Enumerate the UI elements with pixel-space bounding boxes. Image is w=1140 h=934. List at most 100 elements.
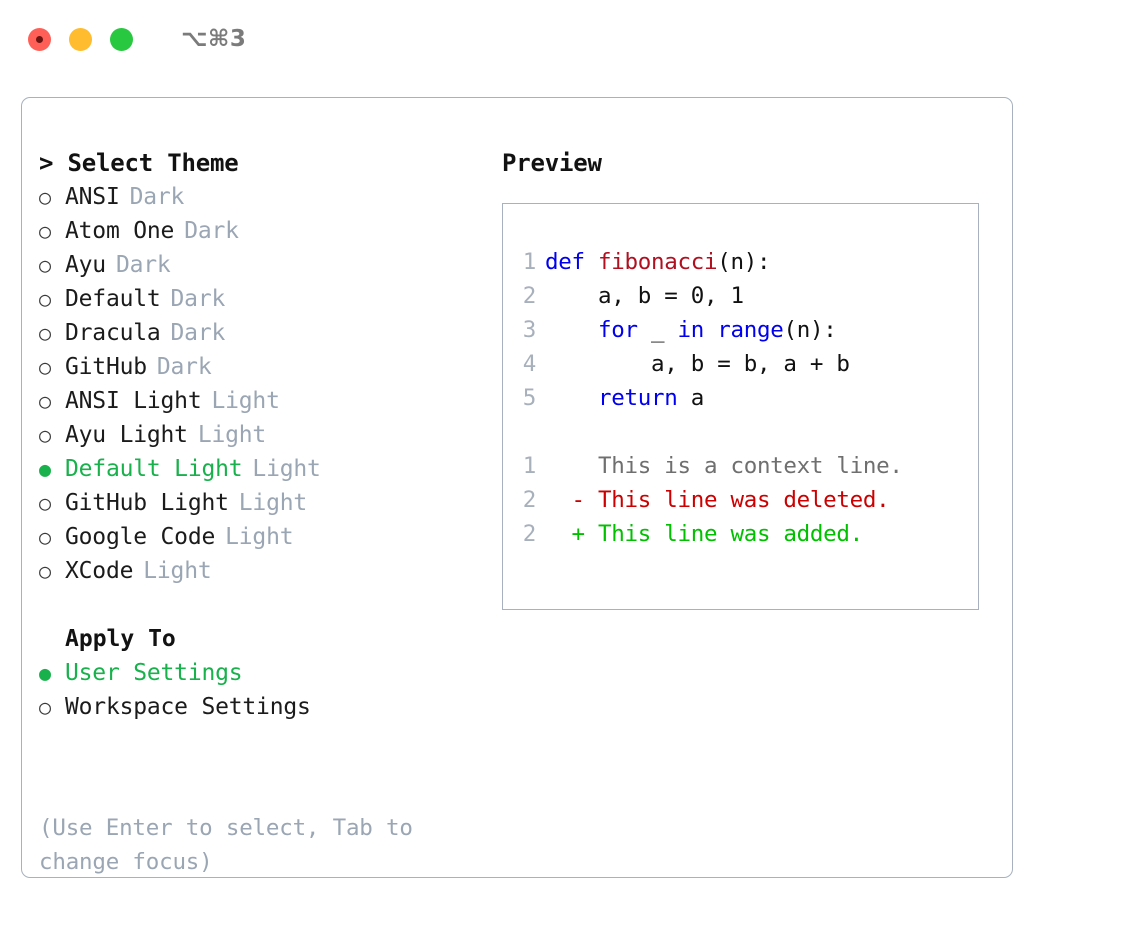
radio-selected-icon: ● [39,661,51,685]
radio-unselected-icon: ○ [39,219,51,243]
line-number: 4 [522,351,537,377]
option-label: ANSI Light [65,388,202,414]
diff-sample: 1 This is a context line.2 - This line w… [503,449,978,551]
code-line-text: for _ in range(n): [545,313,837,347]
option-variant-tag: Dark [184,218,239,244]
radio-unselected-icon: ○ [39,559,51,583]
option-variant-tag: Dark [115,252,171,278]
option-label: ANSI [65,184,120,210]
option-github-light[interactable]: ○ GitHub Light Light [39,486,489,520]
radio-selected-icon: ● [39,457,51,481]
token-plain [545,317,598,343]
line-number: 5 [522,385,537,411]
minimize-window-button[interactable] [69,27,92,51]
apply-to-header: Apply To [65,626,176,652]
code-diff-separator [503,415,978,449]
option-variant-tag: Light [143,558,212,584]
radio-unselected-icon: ○ [39,287,51,311]
option-ayu[interactable]: ○ Ayu Dark [39,248,489,282]
option-variant-tag: Light [238,490,308,516]
token-plain: (n): [783,317,837,343]
option-label: Atom One [65,218,175,244]
option-google-code[interactable]: ○ Google Code Light [39,520,489,554]
preview-header: Preview [502,149,602,177]
radio-unselected-icon: ○ [39,185,51,209]
window-controls [28,27,133,51]
line-number: 2 [522,487,537,513]
diff-line-deleted: 2 - This line was deleted. [503,483,978,517]
code-line: 4 a, b = b, a + b [503,347,978,381]
option-variant-tag: Dark [156,354,212,380]
code-line: 3 for _ in range(n): [503,313,978,347]
diff-line-context: 1 This is a context line. [503,449,978,483]
line-number: 2 [522,283,537,309]
option-label: Ayu Light [65,422,188,448]
option-variant-tag: Light [211,388,280,414]
code-line-text: def fibonacci(n): [545,245,771,279]
token-plain [704,317,717,343]
token-function: fibonacci [598,249,718,275]
token-plain: _ [637,317,678,343]
radio-unselected-icon: ○ [39,695,51,719]
option-label: Workspace Settings [65,694,311,720]
option-atom-one[interactable]: ○ Atom One Dark [39,214,489,248]
close-window-button[interactable] [28,27,51,51]
line-number: 1 [522,249,537,275]
token-plain [545,385,598,411]
option-label: Dracula [65,320,161,346]
code-line: 2 a, b = 0, 1 [503,279,978,313]
token-keyword: for [598,317,638,343]
maximize-window-button[interactable] [110,27,133,51]
option-variant-tag: Light [252,456,321,482]
token-keyword: range [717,317,784,343]
radio-unselected-icon: ○ [39,355,51,379]
option-default[interactable]: ○ Default Dark [39,282,489,316]
code-line-text: return a [545,381,704,415]
token-keyword: def [545,249,598,275]
diff-line-text: - This line was deleted. [545,487,890,513]
diff-line-added: 2 + This line was added. [503,517,978,551]
line-number: 2 [522,521,537,547]
token-keyword: return [598,385,678,411]
option-label: Ayu [65,252,106,278]
option-variant-tag: Light [225,524,294,550]
radio-unselected-icon: ○ [39,525,51,549]
token-plain: (n): [717,249,771,275]
option-label: GitHub Light [65,490,229,516]
option-label: Default [65,286,161,312]
radio-unselected-icon: ○ [39,491,51,515]
code-line-text: a, b = b, a + b [545,347,850,381]
line-number: 3 [522,317,537,343]
option-default-light[interactable]: ● Default Light Light [39,452,489,486]
apply-to-list: ● User Settings ○ Workspace Settings [39,656,489,724]
radio-unselected-icon: ○ [39,253,51,277]
option-label: Google Code [65,524,216,550]
option-variant-tag: Dark [170,286,226,312]
option-workspace-settings[interactable]: ○ Workspace Settings [39,690,489,724]
option-label: Default Light [65,456,243,482]
diff-line-text: This is a context line. [545,453,903,479]
code-line: 1 def fibonacci(n): [503,245,978,279]
option-label: User Settings [65,660,243,686]
option-ansi-light[interactable]: ○ ANSI Light Light [39,384,489,418]
window-titlebar: ⌥⌘3 [0,0,1140,78]
option-label: GitHub [65,354,147,380]
option-user-settings[interactable]: ● User Settings [39,656,489,690]
option-github[interactable]: ○ GitHub Dark [39,350,489,384]
code-line-text: a, b = 0, 1 [545,279,744,313]
line-number: 1 [522,453,537,479]
token-keyword: in [677,317,705,343]
radio-unselected-icon: ○ [39,389,51,413]
select-theme-header: > Select Theme [39,149,239,177]
